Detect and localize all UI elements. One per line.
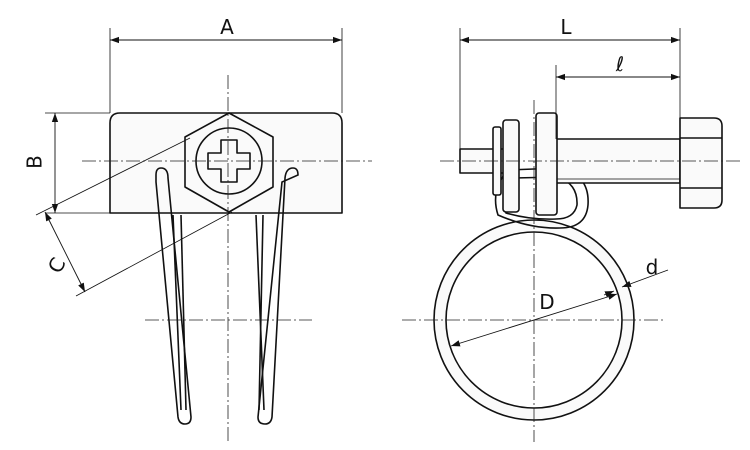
dimension-b-label: B	[23, 155, 47, 169]
side-view: L ℓ D d	[402, 15, 740, 442]
hex-nut-side	[679, 117, 723, 209]
dimension-a-label: A	[220, 15, 234, 39]
wire-loop-right	[255, 167, 299, 425]
washer-plate	[502, 119, 520, 213]
dimension-d-line-inner	[603, 290, 615, 298]
dimension-c-line	[44, 211, 86, 293]
clamp-plate	[535, 112, 558, 216]
dimension-d-label: d	[646, 255, 659, 279]
wire-loop-left	[155, 167, 192, 425]
dimension-d-line-outer	[621, 269, 669, 288]
dimension-L-label: L	[560, 15, 572, 39]
dimension-c-label: C	[43, 253, 71, 277]
front-view: A B C	[23, 15, 372, 442]
dimension-D-label: D	[539, 290, 554, 314]
dimension-D-line	[450, 293, 618, 347]
dimension-ell-label: ℓ	[615, 52, 624, 76]
phillips-cross-icon	[207, 139, 251, 183]
